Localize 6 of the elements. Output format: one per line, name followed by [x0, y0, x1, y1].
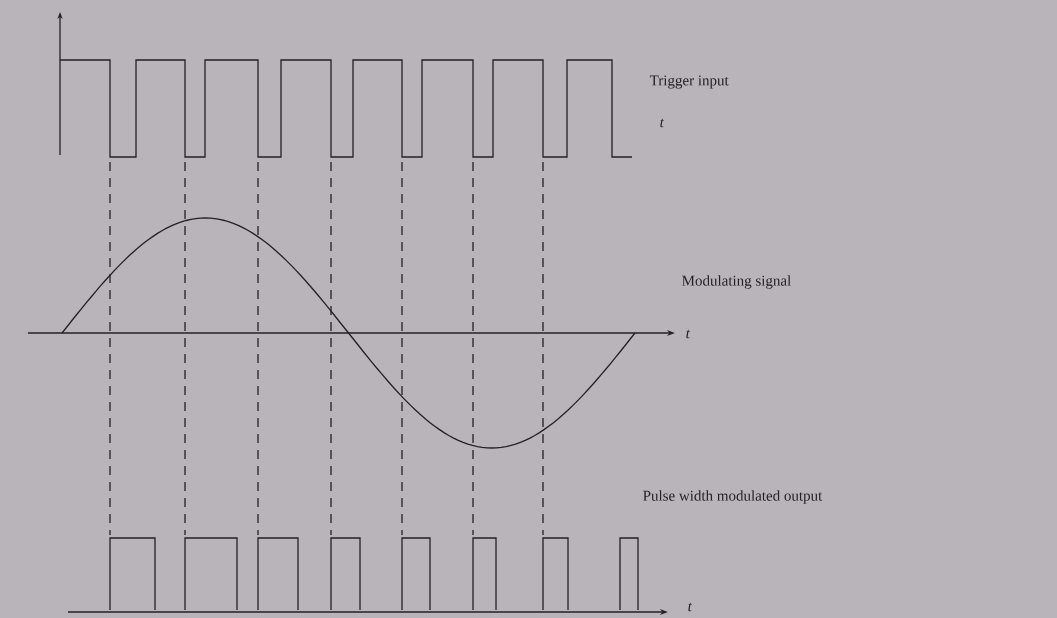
waveform-label: Modulating signal — [682, 275, 791, 289]
axis-label: t — [688, 602, 693, 612]
waveform-label: Pulse width modulated output — [643, 490, 823, 504]
waveform-label: Trigger input — [649, 75, 729, 89]
axis-label: t — [686, 329, 691, 339]
axis-label: t — [660, 118, 665, 128]
